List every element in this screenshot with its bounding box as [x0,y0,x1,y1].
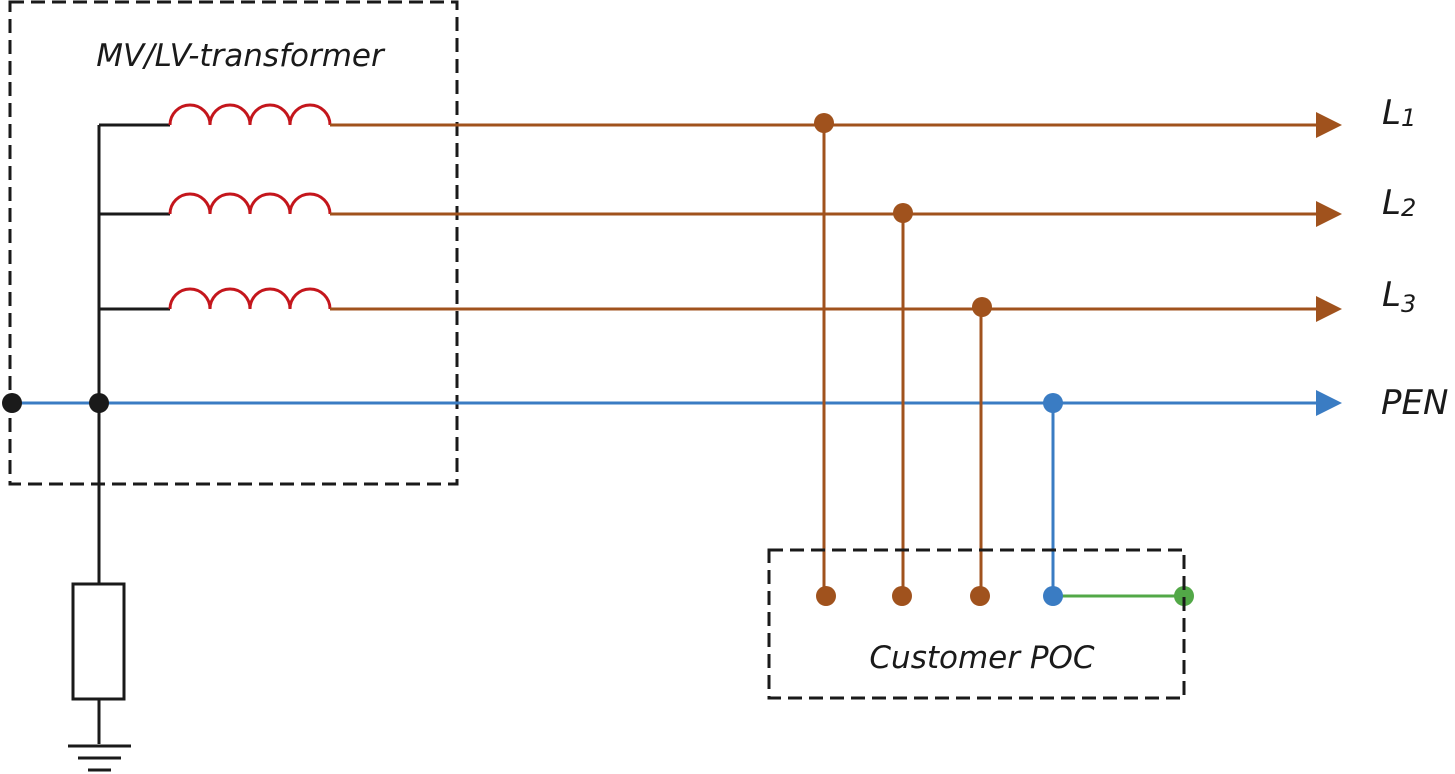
tap-l3 [970,297,992,606]
transformer-winding-icon [168,287,332,310]
label-l1: L1 [1382,93,1416,133]
label-l2-sub: 2 [1401,194,1416,222]
label-l2: L2 [1382,183,1416,223]
conductor-l3 [330,296,1342,322]
arrow-right-icon [1316,390,1342,416]
conductor-l2 [330,201,1342,227]
tap-l2 [892,203,913,606]
transformer-enclosure [8,0,459,486]
arrow-right-icon [1316,201,1342,227]
junction-dot-icon [814,113,834,133]
label-pen: PEN [1381,383,1448,423]
tap-l1 [814,113,836,606]
junction-dot-icon [1174,586,1194,606]
earth-resistor-icon [71,582,126,744]
label-l3-sub: 3 [1401,290,1416,318]
transformer-winding-icon [168,192,332,215]
junction-dot-icon [1043,586,1063,606]
conductor-l1 [330,112,1342,138]
junction-dot-icon [89,393,109,413]
label-l1-sub: 1 [1401,104,1416,132]
junction-dot-icon [892,586,912,606]
customer-poc-box [767,548,1186,700]
label-l2-base: L [1382,183,1401,223]
junction-dot-icon [970,586,990,606]
transformer-winding-icon [168,103,332,126]
tap-pen [1043,393,1194,606]
winding-l3 [99,287,332,311]
winding-l1 [99,103,332,127]
junction-dot-icon [893,203,913,223]
junction-dot-icon [816,586,836,606]
label-l3: L3 [1382,275,1416,318]
customer-poc-label: Customer POC [869,640,1095,676]
transformer-label: MV/LV-transformer [96,38,386,74]
junction-dot-icon [972,297,992,317]
junction-dot-icon [2,393,22,413]
arrow-right-icon [1316,112,1342,138]
winding-l2 [99,192,332,216]
label-l1-base: L [1382,93,1401,133]
conductor-pen [12,390,1342,416]
arrow-right-icon [1316,296,1342,322]
junction-dot-icon [1043,393,1063,413]
label-l3-base: L [1382,275,1401,315]
ground-symbol-icon [68,744,131,772]
